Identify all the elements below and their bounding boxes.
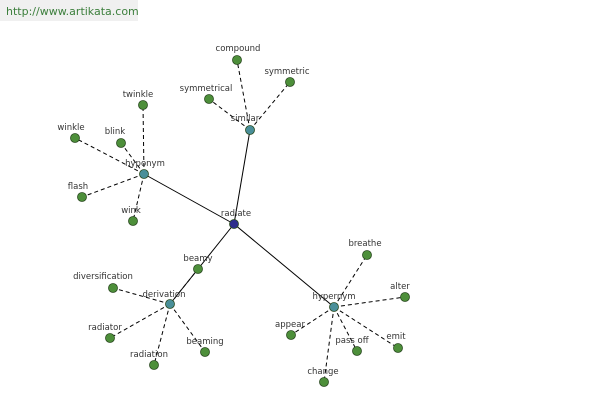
word-node-change-label: change <box>307 367 338 377</box>
edge-derivation-beaming <box>169 303 206 353</box>
word-node-beamy-label: beamy <box>183 254 212 264</box>
word-node-symmetric-label: symmetric <box>264 67 309 77</box>
word-node-alter-label: alter <box>390 282 410 292</box>
word-node-blink[interactable] <box>116 138 126 148</box>
word-node-emit[interactable] <box>393 343 403 353</box>
edge-similar-symmetrical <box>208 98 251 131</box>
relation-node-similar-label: similar <box>231 114 260 124</box>
center-node-radiate[interactable] <box>229 219 239 229</box>
edge-derivation-beamy <box>169 268 199 305</box>
edge-hyponym-winkle <box>74 137 145 175</box>
word-node-radiator-label: radiator <box>88 323 122 333</box>
edge-hypernym-breathe <box>333 254 368 308</box>
url-header-bar: http://www.artikata.com <box>0 0 139 21</box>
edge-similar-compound <box>236 59 251 131</box>
word-node-flash-label: flash <box>68 182 88 192</box>
graph-nodes <box>70 55 410 387</box>
word-node-compound-label: compound <box>216 44 261 54</box>
word-node-radiator[interactable] <box>105 333 115 343</box>
relation-node-hypernym-label: hypernym <box>312 292 355 302</box>
word-node-breathe[interactable] <box>362 250 372 260</box>
word-node-pass-off-label: pass off <box>335 336 369 346</box>
word-node-radiation-label: radiation <box>130 350 168 360</box>
edge-derivation-diversification <box>112 287 171 305</box>
word-node-beaming-label: beaming <box>186 337 223 347</box>
word-node-symmetric[interactable] <box>285 77 295 87</box>
relation-node-derivation-label: derivation <box>142 290 185 300</box>
word-node-winkle[interactable] <box>70 133 80 143</box>
edge-hypernym-appear <box>290 306 335 336</box>
word-node-alter[interactable] <box>400 292 410 302</box>
word-node-emit-label: emit <box>386 332 406 342</box>
word-node-pass-off[interactable] <box>352 346 362 356</box>
word-node-flash[interactable] <box>77 192 87 202</box>
word-node-breathe-label: breathe <box>348 239 381 249</box>
word-node-beaming[interactable] <box>200 347 210 357</box>
word-node-symmetrical[interactable] <box>204 94 214 104</box>
word-node-diversification-label: diversification <box>73 272 133 282</box>
edge-hyponym-twinkle <box>142 104 145 175</box>
edge-hypernym-emit <box>333 306 399 349</box>
word-node-beamy[interactable] <box>193 264 203 274</box>
word-node-symmetrical-label: symmetrical <box>180 84 233 94</box>
relation-node-hypernym[interactable] <box>329 302 339 312</box>
relation-node-similar[interactable] <box>245 125 255 135</box>
word-node-twinkle-label: twinkle <box>123 90 154 100</box>
edge-hyponym-flash <box>81 173 145 198</box>
word-node-winkle-label: winkle <box>57 123 84 133</box>
edge-radiate-hyponym <box>143 173 235 225</box>
edge-hypernym-alter <box>333 296 406 308</box>
center-node-radiate-label: radiate <box>221 209 251 219</box>
word-node-diversification[interactable] <box>108 283 118 293</box>
word-node-radiation[interactable] <box>149 360 159 370</box>
relation-node-derivation[interactable] <box>165 299 175 309</box>
relation-node-hyponym-label: hyponym <box>125 159 165 169</box>
edge-similar-symmetric <box>249 81 291 131</box>
word-node-blink-label: blink <box>105 127 126 137</box>
edge-hypernym-pass_off <box>333 306 358 352</box>
graph-edges <box>74 59 406 383</box>
edge-radiate-hypernym <box>233 223 335 308</box>
word-node-wink-label: wink <box>121 206 141 216</box>
graph-labels: compound symmetric symmetrical twinkle winkl… <box>57 44 410 377</box>
edge-derivation-radiation <box>153 303 171 366</box>
edge-derivation-radiator <box>109 303 171 339</box>
word-node-compound[interactable] <box>232 55 242 65</box>
edge-hyponym-wink <box>132 173 145 222</box>
relation-node-hyponym[interactable] <box>139 169 149 179</box>
word-node-appear-label: appear <box>275 320 305 330</box>
word-node-wink[interactable] <box>128 216 138 226</box>
word-node-change[interactable] <box>319 377 329 387</box>
word-node-appear[interactable] <box>286 330 296 340</box>
edge-radiate-similar <box>233 129 251 225</box>
site-url-link[interactable]: http://www.artikata.com <box>6 5 139 18</box>
word-node-twinkle[interactable] <box>138 100 148 110</box>
edge-hypernym-change <box>323 306 335 383</box>
